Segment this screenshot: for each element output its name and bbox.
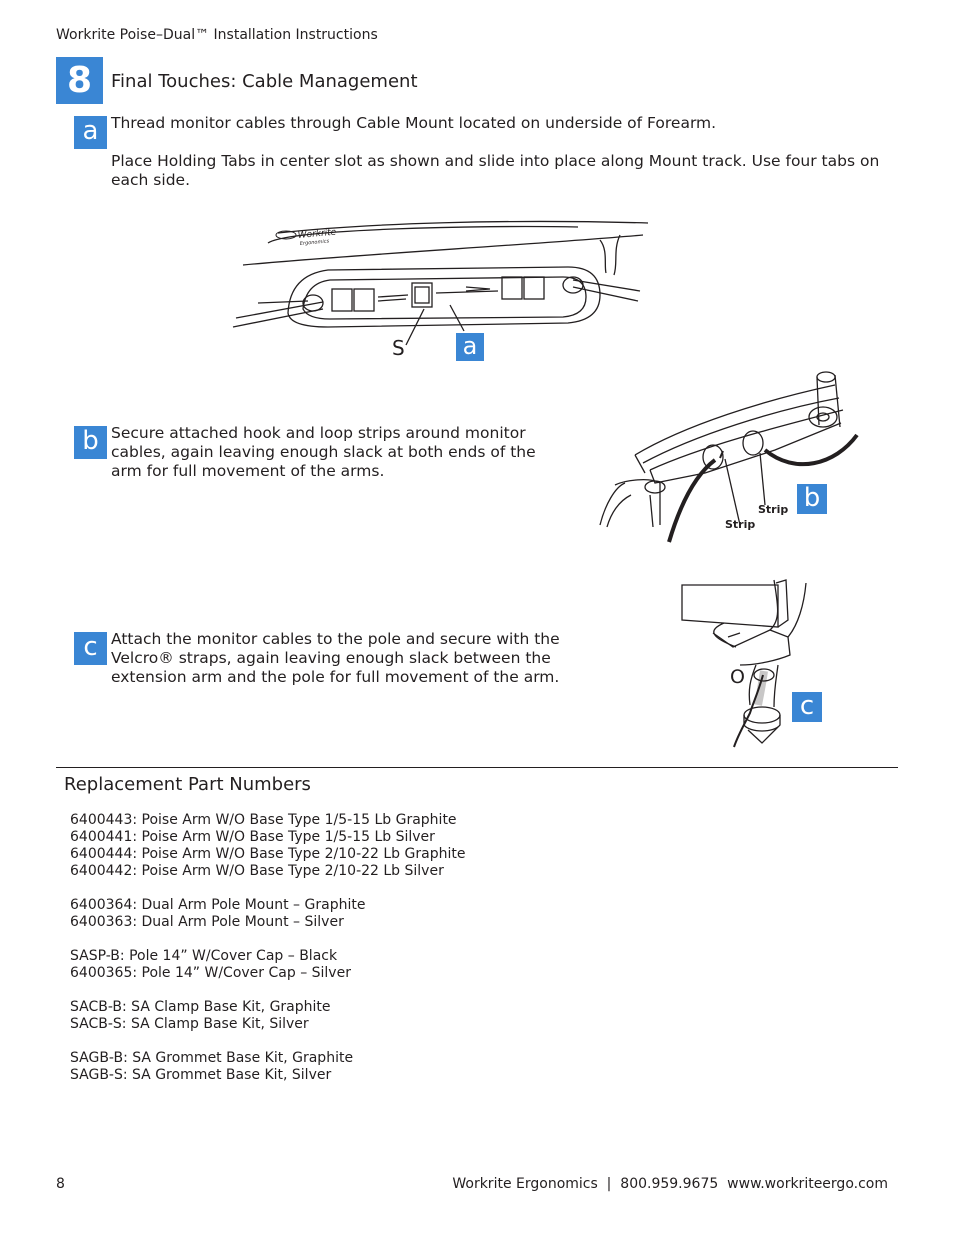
brand-sub-label: Ergonomics (300, 238, 330, 247)
page-header: Workrite Poise–Dual™ Installation Instru… (56, 27, 378, 43)
page-number: 8 (56, 1176, 65, 1192)
part-item: 6400363: Dual Arm Pole Mount – Silver (70, 914, 344, 930)
substep-b-text: Secure attached hook and loop strips aro… (111, 424, 536, 480)
step-title: Final Touches: Cable Management (111, 71, 418, 92)
figure-a-cable-mount: Workrite Ergonomics S (232, 220, 649, 360)
parts-group-grommet: SAGB-B: SA Grommet Base Kit, Graphite SA… (70, 1050, 465, 1084)
parts-group-pole-mount: 6400364: Dual Arm Pole Mount – Graphite … (70, 897, 465, 931)
brand-label: Workrite (297, 228, 337, 241)
substep-c-text: Attach the monitor cables to the pole an… (111, 630, 560, 686)
strip-label-1: Strip (758, 503, 788, 516)
substep-a-badge: a (74, 116, 107, 149)
substep-a-text-2: Place Holding Tabs in center slot as sho… (111, 152, 880, 189)
part-item: 6400365: Pole 14” W/Cover Cap – Silver (70, 965, 351, 981)
part-item: 6400443: Poise Arm W/O Base Type 1/5-15 … (70, 812, 457, 828)
substep-b-badge: b (74, 426, 107, 459)
part-item: 6400442: Poise Arm W/O Base Type 2/10-22… (70, 863, 444, 879)
figure-c-pole-straps: O (681, 579, 807, 748)
part-item: SACB-S: SA Clamp Base Kit, Silver (70, 1016, 309, 1032)
figure-b-arm-strips: Strip Strip (599, 371, 859, 543)
substep-c-badge: c (74, 632, 107, 665)
figure-a-callout: S (392, 336, 405, 360)
step-number-badge: 8 (56, 57, 103, 104)
strip-label-2: Strip (725, 518, 755, 531)
parts-group-pole: SASP-B: Pole 14” W/Cover Cap – Black 640… (70, 948, 465, 982)
parts-list: 6400443: Poise Arm W/O Base Type 1/5-15 … (70, 812, 465, 1101)
part-item: SAGB-B: SA Grommet Base Kit, Graphite (70, 1050, 354, 1066)
substep-a-text-1: Thread monitor cables through Cable Moun… (111, 114, 717, 132)
parts-group-poise-arm: 6400443: Poise Arm W/O Base Type 1/5-15 … (70, 812, 465, 880)
section-divider (56, 767, 898, 768)
parts-group-clamp: SACB-B: SA Clamp Base Kit, Graphite SACB… (70, 999, 465, 1033)
figure-c-callout: O (730, 666, 745, 688)
figure-c-badge: c (792, 692, 822, 722)
figure-a-badge: a (456, 333, 484, 361)
parts-title: Replacement Part Numbers (64, 774, 311, 795)
part-item: 6400444: Poise Arm W/O Base Type 2/10-22… (70, 846, 466, 862)
part-item: 6400364: Dual Arm Pole Mount – Graphite (70, 897, 366, 913)
part-item: SASP-B: Pole 14” W/Cover Cap – Black (70, 948, 338, 964)
footer-contact: Workrite Ergonomics | 800.959.9675 www.w… (452, 1176, 888, 1192)
part-item: 6400441: Poise Arm W/O Base Type 1/5-15 … (70, 829, 435, 845)
part-item: SACB-B: SA Clamp Base Kit, Graphite (70, 999, 331, 1015)
part-item: SAGB-S: SA Grommet Base Kit, Silver (70, 1067, 332, 1083)
figure-b-badge: b (797, 484, 827, 514)
